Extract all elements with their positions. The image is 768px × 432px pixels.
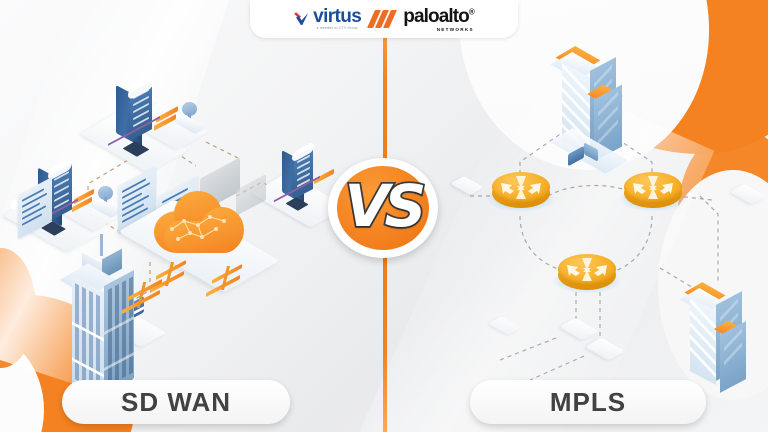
- building-wing-right: [720, 321, 746, 393]
- router-arrows-icon: [567, 258, 607, 281]
- network-switch-icon: [566, 142, 600, 167]
- cloud-network-nodes: [170, 215, 226, 241]
- mpls-router-icon: [486, 172, 556, 212]
- mpls-label-pill: MPLS: [470, 380, 706, 424]
- skyscraper-building-icon: [59, 234, 148, 401]
- sd-wan-label: SD WAN: [121, 386, 231, 417]
- mpls-label: MPLS: [549, 386, 627, 417]
- registered-mark: ®: [468, 7, 475, 17]
- network-node-diamond: [585, 337, 625, 361]
- network-node-diamond: [559, 317, 599, 341]
- paloalto-wordmark: paloalto®: [403, 5, 475, 27]
- network-node-diamond: [450, 175, 484, 196]
- virtus-wordmark: virtus: [313, 6, 362, 28]
- building-face-left: [690, 297, 716, 385]
- paloalto-wordmark-text: paloalto: [403, 5, 470, 27]
- tree-node-icon: [173, 102, 207, 135]
- router-arrows-icon: [501, 176, 541, 199]
- virtus-tagline: a member of CTY Group: [316, 26, 358, 31]
- mpls-router-icon: [618, 172, 688, 212]
- paloalto-logo[interactable]: paloalto® NETWORKS: [367, 5, 475, 32]
- server-node-left: [2, 157, 128, 253]
- versus-badge: VS: [328, 158, 438, 258]
- paloalto-subtitle: NETWORKS: [436, 26, 474, 32]
- decorative-blob-orange-left: [0, 248, 36, 368]
- server-node-upper: [80, 75, 210, 174]
- sd-wan-label-pill: SD WAN: [62, 380, 290, 424]
- versus-label: VS: [343, 172, 428, 240]
- building-spire: [100, 234, 103, 256]
- paloalto-parallelogram-stripes-icon: [367, 10, 398, 28]
- network-node-diamond: [730, 183, 766, 205]
- tree-node-icon: [89, 186, 123, 219]
- router-arrows-icon: [633, 176, 673, 199]
- building-face-right: [104, 270, 134, 394]
- decorative-blob-orange-right: [678, 128, 768, 298]
- decorative-blob-white-bottom-left: [0, 330, 44, 432]
- orange-cloud-icon: [118, 185, 280, 293]
- logo-banner: virtus a member of CTY Group paloalto® N…: [250, 0, 518, 38]
- mpls-router-icon: [552, 254, 622, 294]
- virtus-logo[interactable]: virtus a member of CTY Group: [294, 6, 362, 31]
- cloud-body: [154, 191, 246, 253]
- virtus-check-tick-icon: [294, 10, 310, 28]
- network-node-diamond: [488, 315, 522, 336]
